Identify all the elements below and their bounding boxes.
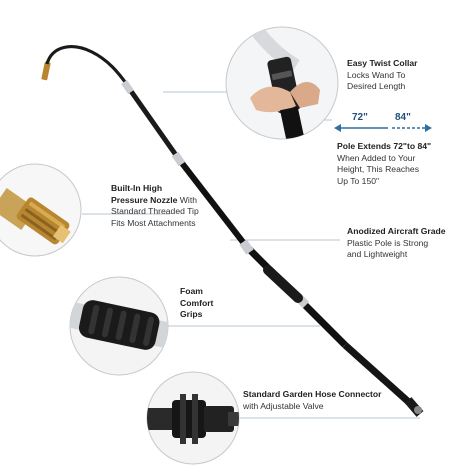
nozzle-line: Fits Most Attachments <box>111 217 196 228</box>
callout-twist-collar: Easy Twist Collar Locks Wand To Desired … <box>347 58 418 93</box>
twist-collar-detail <box>225 26 339 140</box>
pole-extends-line: Up To 150" <box>337 175 380 186</box>
leader-lines <box>82 91 420 419</box>
measurement-arrows <box>334 124 432 132</box>
nozzle-detail <box>0 163 82 257</box>
foam-title: Comfort <box>180 297 214 308</box>
nozzle-title: Pressure Nozzle <box>111 194 178 205</box>
connector-title: Standard Garden Hose Connector <box>243 389 382 399</box>
callout-pole-extends: Pole Extends 72"to 84" When Added to You… <box>337 141 431 187</box>
foam-title: Foam <box>180 286 203 296</box>
foam-title: Grips <box>180 309 203 319</box>
callout-connector: Standard Garden Hose Connector with Adju… <box>243 389 381 412</box>
pole-extends-line: Height, This Reaches <box>337 164 420 174</box>
nozzle-line: Standard Threaded Tip <box>111 206 199 216</box>
measure-end-label: 84" <box>395 112 411 123</box>
twist-collar-line: Locks Wand To <box>347 69 406 80</box>
anodized-title: Anodized Aircraft Grade <box>347 226 446 236</box>
connector-line: with Adjustable Valve <box>243 400 324 411</box>
callout-anodized: Anodized Aircraft Grade Plastic Pole is … <box>347 226 446 261</box>
twist-collar-line: Desired Length <box>347 81 406 91</box>
anodized-line: and Lightweight <box>347 249 408 259</box>
foam-grip-detail <box>69 276 169 376</box>
nozzle-title: Built-In High <box>111 183 163 193</box>
hose-connector-detail <box>146 371 240 465</box>
nozzle-title-suffix: With <box>177 194 197 205</box>
measure-start-label: 72" <box>352 112 368 123</box>
twist-collar-title: Easy Twist Collar <box>347 58 418 68</box>
callout-foam: Foam Comfort Grips <box>180 286 213 321</box>
wand-pole <box>41 45 424 417</box>
anodized-line: Plastic Pole is Strong <box>347 237 429 248</box>
callout-nozzle: Built-In High Pressure Nozzle With Stand… <box>111 183 199 229</box>
pole-extends-line: When Added to Your <box>337 152 416 163</box>
pole-extends-title: Pole Extends 72"to 84" <box>337 141 432 151</box>
